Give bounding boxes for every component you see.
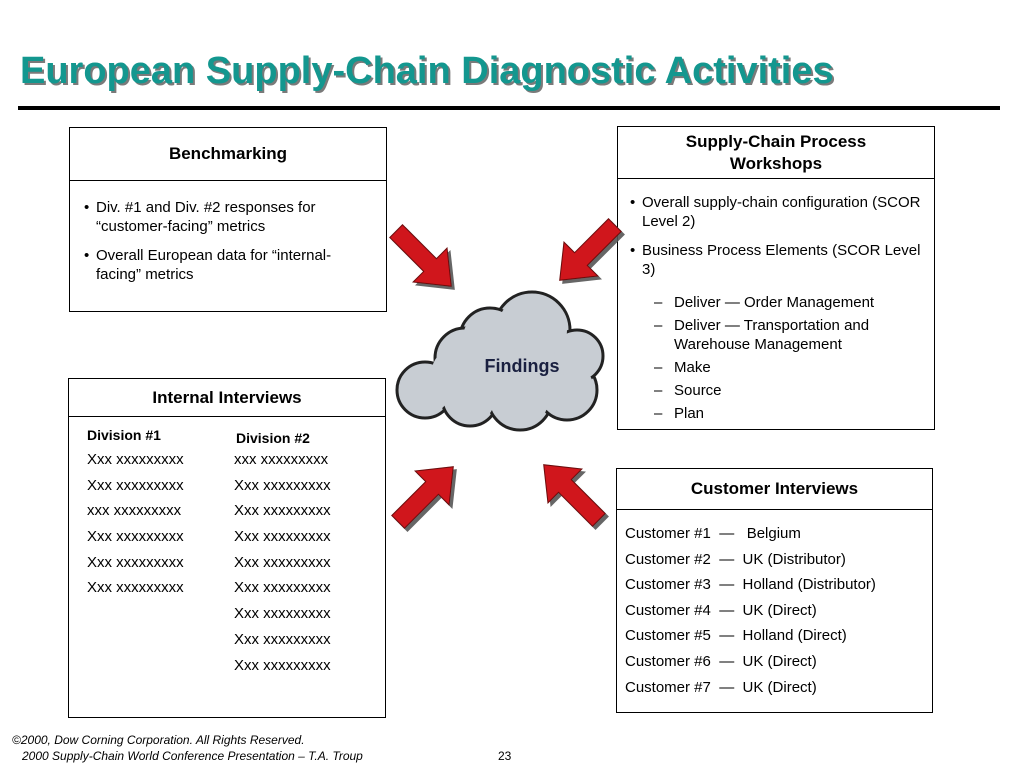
workshops-subitem: Deliver — Transportation and Warehouse M… <box>644 316 934 354</box>
workshops-item: Overall supply-chain configuration (SCOR… <box>630 193 926 231</box>
customer-entry: Customer #5 — Holland (Direct) <box>625 627 847 645</box>
division-1-entry: Xxx xxxxxxxxx <box>87 579 184 597</box>
footer-presentation: 2000 Supply-Chain World Conference Prese… <box>22 749 363 763</box>
customer-entry: Customer #2 — UK (Distributor) <box>625 550 846 568</box>
division-2-entry: Xxx xxxxxxxxx <box>234 502 331 520</box>
division-2-entry: Xxx xxxxxxxxx <box>234 553 331 571</box>
page-number: 23 <box>498 749 512 763</box>
workshops-list: Overall supply-chain configuration (SCOR… <box>630 193 926 285</box>
division-2-entry: Xxx xxxxxxxxx <box>234 656 331 674</box>
footer-copyright: ©2000, Dow Corning Corporation. All Righ… <box>12 733 305 747</box>
division-1-entry: Xxx xxxxxxxxx <box>87 476 184 494</box>
customer-entry: Customer #3 — Holland (Distributor) <box>625 576 876 594</box>
customer-entry: Customer #7 — UK (Direct) <box>625 678 817 696</box>
slide-title: European Supply-Chain Diagnostic Activit… <box>20 50 834 92</box>
workshops-subitem: Source <box>644 381 934 400</box>
division-1-entry: Xxx xxxxxxxxx <box>87 528 184 546</box>
customer-list: Customer #1 — Belgium Customer #2 — UK (… <box>625 525 876 704</box>
internal-interviews-box: Internal Interviews Division #1 Division… <box>68 378 386 718</box>
workshops-item: Business Process Elements (SCOR Level 3) <box>630 241 926 279</box>
division-1-entry: xxx xxxxxxxxx <box>87 502 182 520</box>
division-2-entry: xxx xxxxxxxxx <box>234 451 329 468</box>
benchmarking-header: Benchmarking <box>70 128 386 181</box>
customer-entry: Customer #1 — Belgium <box>625 525 801 542</box>
customer-interviews-header: Customer Interviews <box>617 469 932 510</box>
division-1-label: Division #1 <box>87 427 161 443</box>
benchmarking-item: Div. #1 and Div. #2 responses for “custo… <box>84 198 374 236</box>
workshops-subitem: Make <box>644 358 934 377</box>
workshops-subitem: Plan <box>644 404 934 423</box>
division-2-entry: Xxx xxxxxxxxx <box>234 579 331 597</box>
title-underline <box>18 106 1000 110</box>
benchmarking-item: Overall European data for “internal- fac… <box>84 246 374 284</box>
workshops-subitem: Deliver — Order Management <box>644 293 934 312</box>
benchmarking-list: Div. #1 and Div. #2 responses for “custo… <box>84 198 374 294</box>
workshops-sublist: Deliver — Order Management Deliver — Tra… <box>628 293 934 427</box>
workshops-box: Supply-Chain Process Workshops Overall s… <box>617 126 935 430</box>
division-1-entry: Xxx xxxxxxxxx <box>87 553 184 571</box>
arrow-icon <box>380 449 471 540</box>
division-1-entry: Xxx xxxxxxxxx <box>87 451 184 468</box>
customer-interviews-box: Customer Interviews Customer #1 — Belgiu… <box>616 468 933 713</box>
internal-interviews-header: Internal Interviews <box>69 379 385 417</box>
division-2-list: xxx xxxxxxxxx Xxx xxxxxxxxx Xxx xxxxxxxx… <box>234 450 331 681</box>
customer-entry: Customer #4 — UK (Direct) <box>625 601 817 619</box>
benchmarking-box: Benchmarking Div. #1 and Div. #2 respons… <box>69 127 387 312</box>
division-1-list: Xxx xxxxxxxxx Xxx xxxxxxxxx xxx xxxxxxxx… <box>87 450 184 604</box>
division-2-entry: Xxx xxxxxxxxx <box>234 630 331 648</box>
workshops-header: Supply-Chain Process Workshops <box>618 127 934 179</box>
customer-entry: Customer #6 — UK (Direct) <box>625 652 817 670</box>
division-2-entry: Xxx xxxxxxxxx <box>234 528 331 546</box>
findings-label: Findings <box>484 356 560 376</box>
division-2-label: Division #2 <box>236 430 310 446</box>
division-2-entry: Xxx xxxxxxxxx <box>234 476 331 494</box>
division-2-entry: Xxx xxxxxxxxx <box>234 605 331 623</box>
arrow-icon <box>378 213 469 304</box>
arrow-icon <box>526 447 617 538</box>
